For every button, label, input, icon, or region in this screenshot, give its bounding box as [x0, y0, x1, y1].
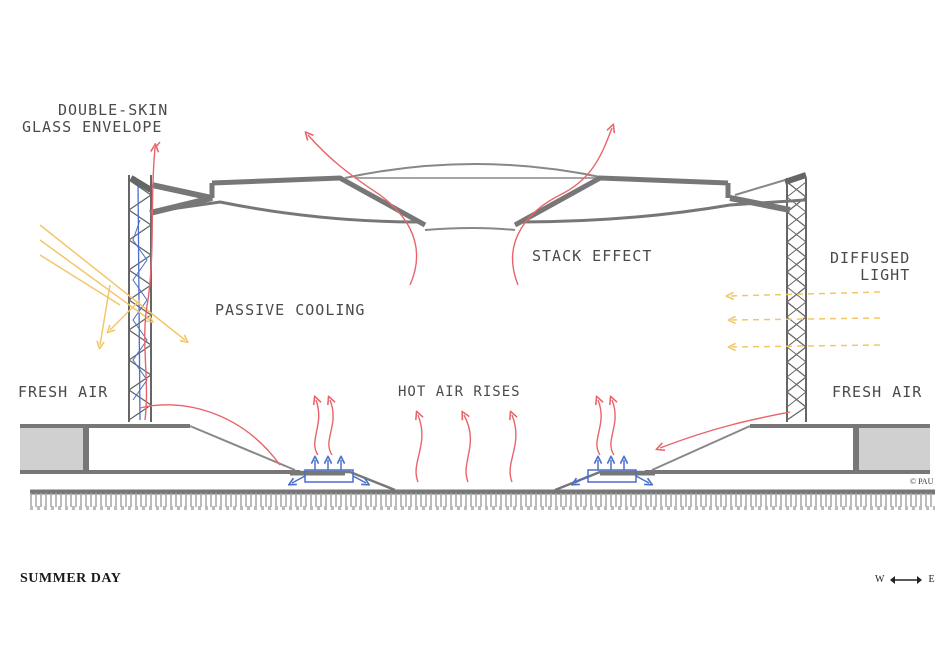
double-arrow-icon	[890, 575, 923, 584]
caption-summer-day: SUMMER DAY	[20, 571, 122, 586]
label-double-skin: DOUBLE-SKIN GLASS ENVELOPE	[22, 102, 168, 136]
label-diffused-light-line1: DIFFUSED	[830, 249, 911, 267]
cool-air-vent-right	[575, 460, 649, 483]
ground	[30, 489, 935, 510]
label-passive-cooling: PASSIVE COOLING	[215, 301, 366, 319]
label-diffused-light-line2: LIGHT	[860, 266, 911, 284]
diffused-light-arrows	[730, 291, 881, 347]
label-double-skin-line1: DOUBLE-SKIN	[58, 101, 169, 119]
label-double-skin-line2: GLASS ENVELOPE	[22, 118, 163, 136]
compass: W E	[875, 574, 935, 585]
compass-west: W	[875, 574, 885, 585]
floor-pit	[290, 470, 660, 492]
east-wall-truss	[784, 172, 808, 422]
sunlight-rays	[39, 224, 185, 345]
base-slab-left	[20, 424, 300, 474]
hot-air-flows	[139, 128, 791, 483]
label-stack-effect: STACK EFFECT	[532, 247, 653, 265]
label-fresh-air-left: FRESH AIR	[18, 383, 109, 401]
label-diffused-light: DIFFUSED LIGHT	[830, 250, 910, 284]
copyright-credit: © PAU	[910, 477, 934, 486]
roof	[149, 163, 806, 231]
label-fresh-air-right: FRESH AIR	[832, 383, 923, 401]
envelope-leader	[154, 141, 161, 149]
cool-air-vent-left	[292, 460, 366, 483]
label-hot-air-rises: HOT AIR RISES	[398, 384, 521, 400]
base-slab-right	[645, 424, 930, 474]
compass-east: E	[928, 574, 935, 585]
